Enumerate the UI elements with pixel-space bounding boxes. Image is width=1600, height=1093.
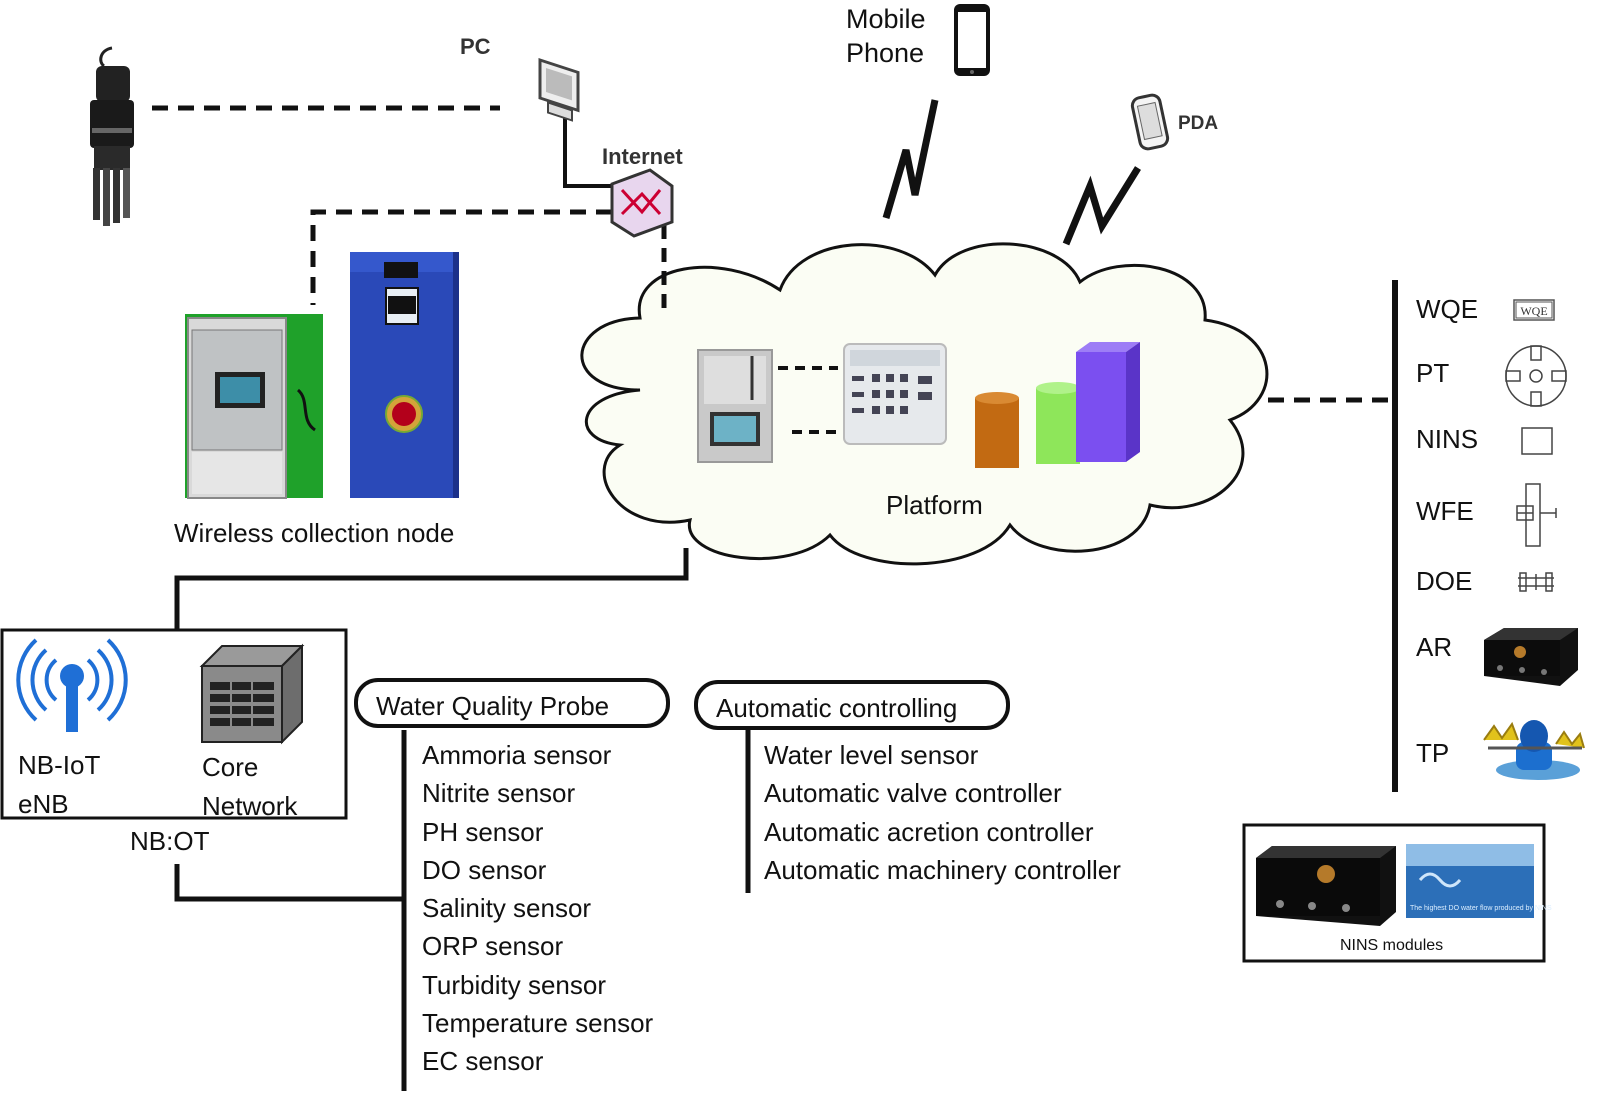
bar-chart-icon (975, 342, 1140, 468)
nbot-probe-link (174, 864, 404, 902)
control-device-list: Water level sensor Automatic valve contr… (764, 736, 1121, 889)
mobile-phone-label: Mobile Phone (846, 4, 926, 68)
list-item: ORP sensor (422, 931, 564, 962)
list-item: DO sensor (422, 854, 547, 885)
wqe-icon-text: WQE (1520, 304, 1547, 318)
pda-wireless-link (1062, 166, 1141, 246)
list-item: Automatic valve controller (764, 778, 1062, 809)
legend-code-ar: AR (1416, 632, 1453, 662)
list-item: PH sensor (422, 816, 544, 847)
list-item: Ammoria sensor (422, 740, 612, 770)
keypad-device-image (843, 343, 947, 445)
nins-photo-caption: The highest DO water flow produced by NI… (1410, 905, 1552, 912)
green-enclosure-image (185, 314, 323, 499)
mobile-phone-icon (954, 4, 990, 76)
list-item: Water level sensor (764, 740, 979, 770)
aerator-photo-icon (1484, 628, 1578, 686)
square-icon (1521, 427, 1553, 455)
pda-icon (1130, 93, 1170, 151)
bar-green (1036, 382, 1080, 464)
pda-label: PDA (1178, 113, 1219, 134)
list-item: Nitrite sensor (422, 778, 576, 809)
nins-module-photo (1256, 846, 1396, 926)
wqe-box-icon (1513, 299, 1555, 321)
pc-icon (538, 58, 580, 122)
bar-purple (1076, 342, 1140, 462)
list-item: Turbidity sensor (422, 969, 606, 1000)
phone-wireless-link (882, 99, 939, 219)
server-icon (199, 643, 305, 745)
list-item: EC sensor (422, 1046, 544, 1077)
legend-code-wqe: WQE (1416, 294, 1479, 324)
cloud-nbiot-link (174, 548, 689, 630)
list-item: Temperature sensor (422, 1008, 654, 1039)
wfe-icon (1516, 483, 1557, 547)
legend-code-wfe: WFE (1416, 496, 1474, 526)
probe-device-icon (90, 46, 134, 226)
internet-label: Internet (602, 144, 683, 169)
automatic-controlling-title: Automatic controlling (694, 680, 1010, 730)
controller-panel-image (697, 349, 773, 463)
doe-icon (1518, 572, 1554, 592)
legend-code-tp: TP (1416, 738, 1450, 768)
nb-ot-label: NB:OT (130, 826, 210, 856)
water-quality-probe-title: Water Quality Probe (354, 678, 670, 728)
pump-turbine-icon (1505, 345, 1567, 407)
nb-iot-enb-label: NB-IoT eNB (18, 750, 101, 819)
legend-code-pt: PT (1416, 358, 1450, 388)
internet-node-link (310, 209, 612, 305)
probe-sensor-list: Ammoria sensor Nitrite sensor PH sensor … (422, 736, 653, 1081)
list-item: Automatic machinery controller (764, 854, 1121, 885)
wireless-node-label: Wireless collection node (174, 518, 455, 548)
list-item: Automatic acretion controller (764, 816, 1094, 847)
nins-water-photo (1406, 844, 1534, 918)
pc-label: PC (460, 34, 491, 59)
paddlewheel-photo-icon (1483, 720, 1585, 780)
antenna-signal-icon (16, 638, 128, 732)
list-item: Salinity sensor (422, 893, 592, 924)
pc-internet-link (563, 112, 612, 188)
core-network-label: Core Network (202, 752, 298, 821)
blue-cabinet-image (350, 252, 459, 498)
connection-lines (152, 99, 1398, 1091)
platform-label: Platform (886, 490, 983, 520)
legend-code-doe: DOE (1416, 566, 1473, 596)
nins-modules-label: NINS modules (1340, 937, 1444, 954)
internet-router-icon (610, 168, 674, 238)
bar-orange (975, 392, 1019, 468)
legend-code-nins: NINS (1416, 424, 1479, 454)
